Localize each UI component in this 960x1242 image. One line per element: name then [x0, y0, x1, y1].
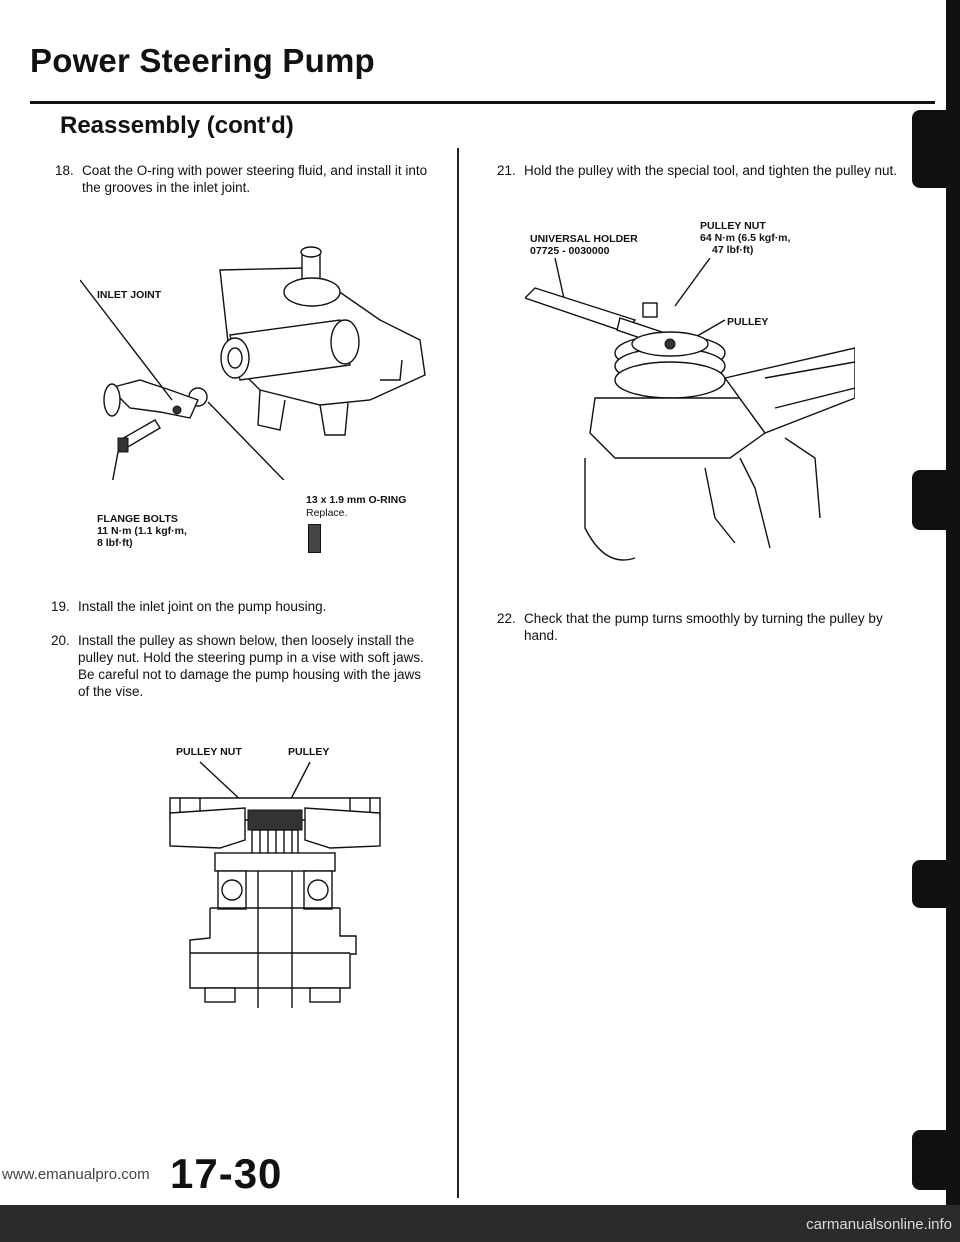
step-number: 19.: [51, 599, 70, 614]
nut-label: PULLEY NUT: [700, 220, 766, 232]
page-number: 17-30: [170, 1150, 283, 1197]
edge-bar: [946, 0, 960, 1205]
edge-tab: [912, 860, 946, 908]
step-text: Hold the pulley with the special tool, a…: [524, 163, 897, 178]
edge-tab: [912, 110, 946, 188]
footer-url[interactable]: www.emanualpro.com: [2, 1166, 150, 1183]
step-number: 21.: [497, 163, 516, 178]
edge-tab: [912, 470, 946, 530]
step-text: Install the inlet joint on the pump hous…: [78, 599, 327, 614]
inlet-joint-label: INLET JOINT: [97, 289, 162, 301]
step-number: 18.: [55, 163, 74, 178]
flange-bolts-label: FLANGE BOLTS: [97, 513, 178, 525]
title-rule: [30, 101, 935, 104]
step-21: 21. Hold the pulley with the special too…: [497, 162, 917, 179]
page-title: Power Steering Pump: [30, 42, 375, 79]
universal-holder-figure: [525, 258, 855, 561]
column-divider: [457, 148, 459, 1198]
step-text: Coat the O-ring with power steering flui…: [82, 163, 428, 195]
step-20: 20. Install the pulley as shown below, t…: [51, 632, 435, 700]
step-text: Check that the pump turns smoothly by tu…: [524, 611, 883, 643]
replace-icon: [308, 524, 321, 553]
step-number: 22.: [497, 611, 516, 626]
oring-label: 13 x 1.9 mm O-RING: [306, 494, 407, 506]
step-19: 19. Install the inlet joint on the pump …: [51, 598, 435, 615]
pulley-section-figure: [169, 761, 381, 1008]
step-22: 22. Check that the pump turns smoothly b…: [497, 610, 917, 644]
step-number: 20.: [51, 633, 70, 648]
step-text: Install the pulley as shown below, then …: [78, 633, 424, 699]
pulley-label: PULLEY: [288, 746, 330, 758]
inlet-joint-figure: [80, 246, 426, 480]
edge-tab: [912, 1130, 946, 1190]
holder-label: UNIVERSAL HOLDER: [530, 233, 638, 245]
pulley-nut-label: PULLEY NUT: [176, 746, 242, 758]
footer-bar: [0, 1205, 960, 1242]
section-subtitle: Reassembly (cont'd): [60, 112, 294, 139]
holder-part-number: 07725 - 0030000: [530, 245, 610, 257]
pulley-label: PULLEY: [727, 316, 769, 328]
nut-torque-line1: 64 N·m (6.5 kgf·m,: [700, 232, 791, 244]
step-18: 18. Coat the O-ring with power steering …: [55, 162, 435, 196]
footer-brand[interactable]: carmanualsonline.info: [806, 1216, 952, 1233]
flange-torque-line1: 11 N·m (1.1 kgf·m,: [97, 525, 187, 537]
oring-note: Replace.: [306, 507, 348, 519]
flange-torque-line2: 8 lbf·ft): [97, 537, 133, 549]
nut-torque-line2: 47 lbf·ft): [712, 244, 754, 256]
